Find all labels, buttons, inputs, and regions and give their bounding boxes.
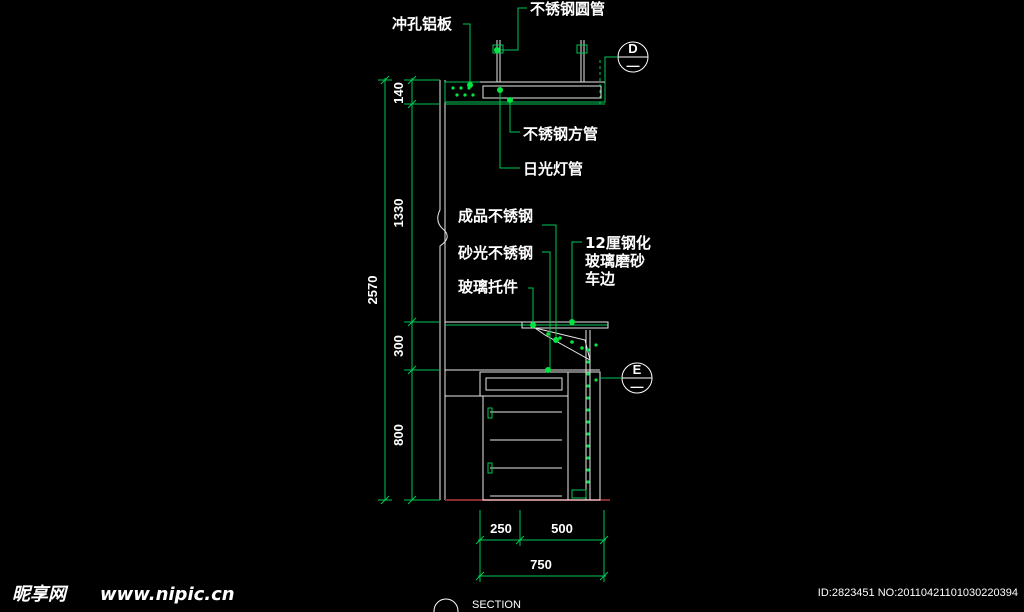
label-tempered-glass-2: 玻璃磨砂 bbox=[585, 252, 645, 270]
marker-e-dash: — bbox=[631, 379, 644, 394]
dim-800: 800 bbox=[391, 424, 406, 446]
dim-250: 250 bbox=[490, 521, 512, 536]
dim-500: 500 bbox=[551, 521, 573, 536]
dim-1330: 1330 bbox=[391, 199, 406, 228]
dim-300: 300 bbox=[391, 335, 406, 357]
dim-750: 750 bbox=[530, 557, 552, 572]
section-title-text: SECTION bbox=[472, 599, 521, 611]
dim-2570: 2570 bbox=[365, 276, 380, 305]
vertical-dimensions bbox=[378, 75, 440, 505]
horizontal-dimensions bbox=[475, 510, 609, 582]
label-stainless-square-pipe: 不锈钢方管 bbox=[523, 125, 598, 143]
counter-cabinet bbox=[445, 321, 609, 501]
label-finished-stainless: 成品不锈钢 bbox=[458, 207, 533, 225]
label-brushed-stainless: 砂光不锈钢 bbox=[458, 244, 533, 262]
marker-d-dash: — bbox=[627, 58, 640, 73]
section-marker-e: E — bbox=[600, 362, 653, 394]
watermark-image-id: ID:2823451 NO:20110421101030220394 bbox=[818, 587, 1018, 599]
label-fluorescent-tube: 日光灯管 bbox=[523, 160, 583, 178]
wall-line bbox=[437, 80, 448, 500]
watermark-url: www.nipic.cn bbox=[100, 584, 235, 605]
marker-d-letter: D bbox=[628, 41, 637, 56]
label-stainless-round-pipe: 不锈钢圆管 bbox=[530, 0, 605, 18]
ceiling-light-box bbox=[444, 40, 606, 105]
dim-140: 140 bbox=[391, 82, 406, 104]
leader-lines bbox=[463, 7, 582, 373]
marker-e-letter: E bbox=[633, 362, 642, 377]
label-tempered-glass-3: 车边 bbox=[585, 270, 616, 288]
watermark-brand: 昵享网 bbox=[12, 584, 69, 605]
label-glass-bracket: 玻璃托件 bbox=[458, 278, 518, 296]
label-tempered-glass-1: 12厘钢化 bbox=[585, 234, 651, 252]
section-marker-d: D — bbox=[604, 41, 649, 82]
label-perforated-aluminum: 冲孔铝板 bbox=[392, 15, 453, 33]
section-title: SECTION bbox=[433, 598, 521, 612]
